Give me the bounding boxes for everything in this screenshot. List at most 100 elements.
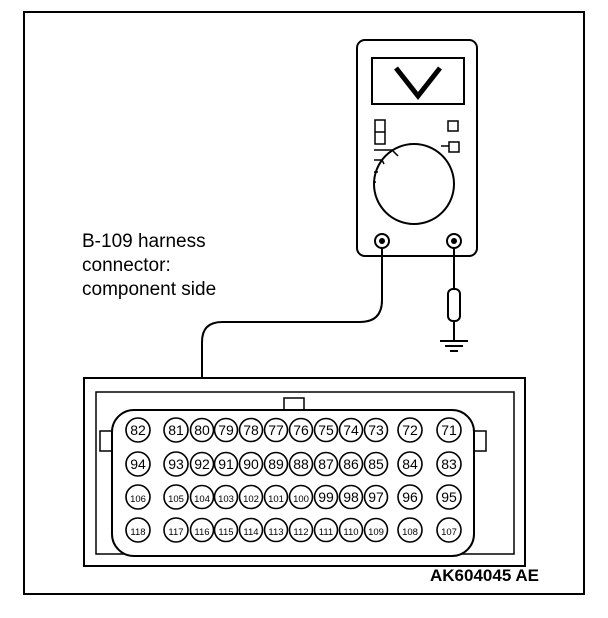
terminal-circle xyxy=(238,517,264,543)
terminal-circle xyxy=(397,451,423,477)
terminal-circle xyxy=(436,517,462,543)
terminal-label: 114 xyxy=(243,527,258,538)
terminal-label: 100 xyxy=(293,494,309,505)
terminal-circle xyxy=(338,484,364,510)
terminal-label: 83 xyxy=(441,456,457,472)
mode-button xyxy=(448,141,460,153)
terminal-circle xyxy=(288,484,314,510)
terminal-circle xyxy=(189,517,215,543)
terminal-label: 94 xyxy=(130,456,146,472)
terminal-label: 84 xyxy=(402,456,418,472)
terminal-circle xyxy=(238,417,264,443)
terminal-pin-102: 102 xyxy=(238,484,264,510)
terminal-circle xyxy=(238,484,264,510)
terminal-pin-85: 85 xyxy=(363,451,389,477)
terminal-label: 97 xyxy=(368,489,384,505)
terminal-pin-86: 86 xyxy=(338,451,364,477)
terminal-pin-108: 108 xyxy=(397,517,423,543)
terminal-label: 80 xyxy=(194,422,210,438)
terminal-label: 72 xyxy=(402,422,418,438)
terminal-label: 108 xyxy=(402,527,418,538)
terminal-label: 106 xyxy=(130,494,146,505)
terminal-circle xyxy=(436,451,462,477)
terminal-label: 81 xyxy=(168,422,184,438)
terminal-pin-113: 113 xyxy=(263,517,289,543)
terminal-label: 82 xyxy=(130,422,146,438)
terminal-pin-98: 98 xyxy=(338,484,364,510)
terminal-circle xyxy=(436,484,462,510)
terminal-label: 90 xyxy=(243,456,259,472)
terminal-circle xyxy=(125,417,151,443)
terminal-pin-99: 99 xyxy=(313,484,339,510)
terminal-pin-109: 109 xyxy=(363,517,389,543)
terminal-circle xyxy=(397,517,423,543)
terminal-pin-90: 90 xyxy=(238,451,264,477)
terminal-label: 103 xyxy=(218,494,234,505)
terminal-circle xyxy=(363,517,389,543)
terminal-pin-115: 115 xyxy=(213,517,239,543)
terminal-pin-105: 105 xyxy=(163,484,189,510)
terminal-circle xyxy=(263,484,289,510)
terminal-circle xyxy=(189,451,215,477)
terminal-circle xyxy=(263,517,289,543)
terminal-label: 78 xyxy=(243,422,259,438)
terminal-circle xyxy=(397,417,423,443)
terminal-pin-100: 100 xyxy=(288,484,314,510)
terminal-pin-77: 77 xyxy=(263,417,289,443)
terminal-pin-112: 112 xyxy=(288,517,314,543)
terminal-pin-89: 89 xyxy=(263,451,289,477)
connector-side-key xyxy=(473,430,487,452)
terminal-label: 79 xyxy=(218,422,234,438)
probe-clip xyxy=(447,288,461,322)
terminal-pin-82: 82 xyxy=(125,417,151,443)
terminal-circle xyxy=(213,484,239,510)
terminal-circle xyxy=(125,451,151,477)
terminal-circle xyxy=(288,417,314,443)
terminal-circle xyxy=(238,451,264,477)
terminal-label: 92 xyxy=(194,456,210,472)
terminal-label: 96 xyxy=(402,489,418,505)
terminal-label: 98 xyxy=(343,489,359,505)
terminal-circle xyxy=(213,417,239,443)
terminal-circle xyxy=(213,517,239,543)
terminal-label: 75 xyxy=(318,422,334,438)
terminal-pin-95: 95 xyxy=(436,484,462,510)
terminal-pin-80: 80 xyxy=(189,417,215,443)
terminal-circle xyxy=(163,484,189,510)
terminal-circle xyxy=(189,417,215,443)
terminal-pin-72: 72 xyxy=(397,417,423,443)
terminal-pin-78: 78 xyxy=(238,417,264,443)
figure-border xyxy=(23,11,585,595)
terminal-circle xyxy=(397,484,423,510)
terminal-label: 118 xyxy=(130,527,145,538)
terminal-circle xyxy=(436,417,462,443)
terminal-circle xyxy=(163,451,189,477)
terminal-label: 110 xyxy=(343,527,358,538)
terminal-circle xyxy=(338,417,364,443)
terminal-label: 74 xyxy=(343,422,359,438)
terminal-circle xyxy=(313,451,339,477)
terminal-label: 111 xyxy=(319,527,333,538)
terminal-pin-88: 88 xyxy=(288,451,314,477)
terminal-label: 109 xyxy=(368,527,384,538)
terminal-label: 76 xyxy=(293,422,309,438)
connector-label-line2: connector: xyxy=(82,255,171,276)
terminal-label: 107 xyxy=(441,527,457,538)
terminal-circle xyxy=(288,451,314,477)
multimeter xyxy=(356,39,478,257)
terminal-pin-87: 87 xyxy=(313,451,339,477)
terminal-pin-111: 111 xyxy=(313,517,339,543)
terminal-pin-107: 107 xyxy=(436,517,462,543)
terminal-label: 116 xyxy=(194,527,209,538)
terminal-label: 86 xyxy=(343,456,359,472)
terminal-pin-83: 83 xyxy=(436,451,462,477)
terminal-label: 93 xyxy=(168,456,184,472)
terminal-pin-94: 94 xyxy=(125,451,151,477)
terminal-circle xyxy=(263,417,289,443)
terminal-pin-93: 93 xyxy=(163,451,189,477)
terminal-pin-73: 73 xyxy=(363,417,389,443)
terminal-circle xyxy=(363,484,389,510)
connector-label-line3: component side xyxy=(82,279,217,300)
terminal-label: 85 xyxy=(368,456,384,472)
